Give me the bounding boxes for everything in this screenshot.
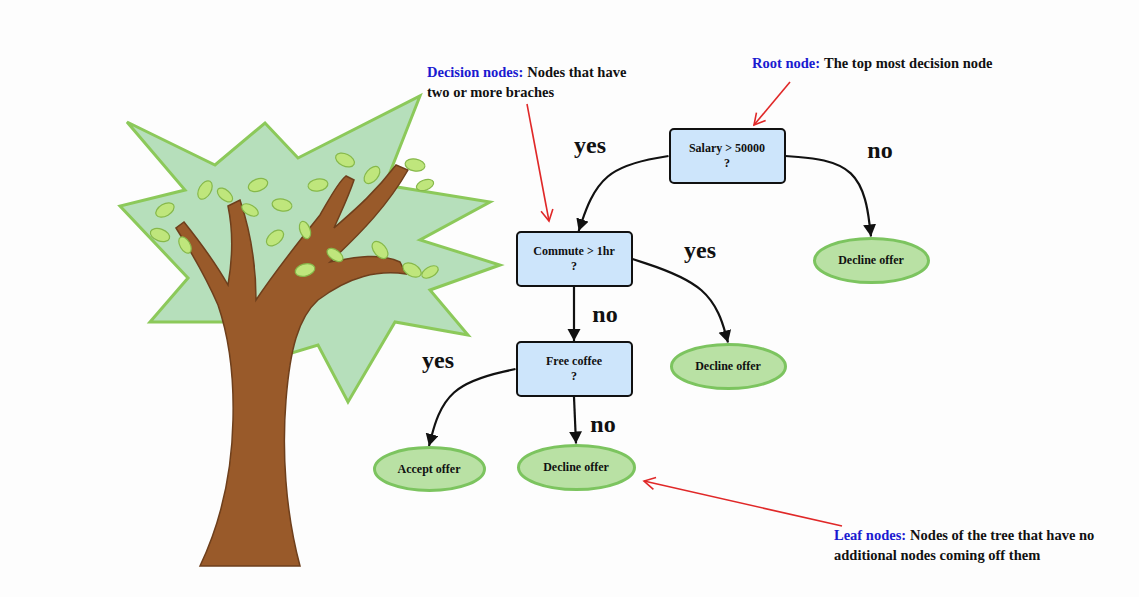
- branch-arrow: [579, 156, 669, 231]
- branch-arrow: [573, 287, 575, 341]
- callout-heading: Leaf nodes:: [834, 527, 906, 543]
- ellipse-shape: [374, 448, 484, 491]
- ellipse-shape: [814, 238, 928, 282]
- leaf-ellipse: Decline offer: [813, 237, 930, 284]
- leader-arrow: [754, 82, 790, 125]
- leader-arrow: [527, 104, 549, 221]
- callout-text: The top most decision node: [824, 55, 992, 71]
- branch-arrow: [574, 397, 576, 444]
- tree-leaves: [149, 150, 441, 280]
- ellipse-shape: [671, 344, 785, 388]
- node-text: Decline offer: [543, 460, 609, 475]
- branch-label: yes: [572, 132, 608, 158]
- node-text: Commute > 1hr ?: [530, 244, 618, 274]
- callout-note: Root node:The top most decision node: [752, 53, 1092, 73]
- node-text: Decline offer: [695, 359, 761, 374]
- leader-arrow: [644, 481, 842, 526]
- node-text: Salary > 50000 ?: [685, 141, 768, 171]
- branch-label: yes: [682, 237, 718, 263]
- node-text: Decline offer: [838, 253, 904, 268]
- branch-label: yes: [420, 347, 456, 373]
- leaf-ellipse: Decline offer: [517, 444, 636, 491]
- branch-label: no: [588, 411, 617, 437]
- node-text: Free coffee ?: [542, 354, 605, 384]
- branch-label: no: [865, 137, 894, 163]
- callout-note: Decision nodes:Nodes that have two or mo…: [427, 62, 632, 102]
- branch-arrow: [429, 369, 516, 446]
- branch-arrow: [633, 259, 729, 343]
- ellipse-shape: [518, 445, 634, 489]
- callout-heading: Root node:: [752, 55, 820, 71]
- decision-box: Free coffee ?: [516, 341, 633, 397]
- decision-box: Commute > 1hr ?: [516, 231, 633, 287]
- decision-box: Salary > 50000 ?: [669, 128, 786, 184]
- branch-arrow: [786, 156, 872, 237]
- tree-trunk: [176, 165, 408, 566]
- node-text: Accept offer: [398, 462, 461, 477]
- branch-label: no: [590, 301, 619, 327]
- callout-heading: Decision nodes:: [427, 64, 523, 80]
- leaf-ellipse: Decline offer: [670, 343, 787, 390]
- callout-note: Leaf nodes:Nodes of the tree that have n…: [834, 525, 1129, 565]
- leaf-ellipse: Accept offer: [373, 446, 486, 492]
